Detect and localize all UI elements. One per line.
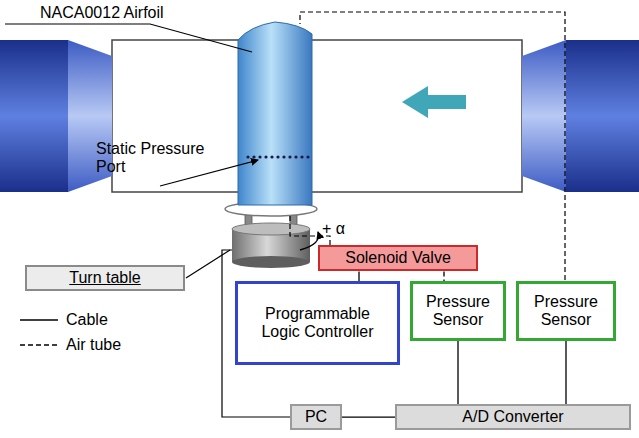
pressure-port-dot [258,155,261,158]
pressure-port-dot [270,155,273,158]
pressure-port-dot [246,155,249,158]
box-text: Solenoid Valve [345,249,451,267]
box-text: Pressure Sensor [419,293,497,330]
box-text: A/D Converter [462,408,563,426]
plc-box: Programmable Logic Controller [235,281,400,365]
air-tube [443,271,444,281]
cable [457,341,458,404]
pressure-port-dot [282,155,285,158]
solenoid-valve-box: Solenoid Valve [318,245,478,271]
part-label: NACA0012 Airfoil [40,4,164,22]
legend-cable-sample [20,319,58,321]
pc-box: PC [290,404,342,430]
pressure-port-dot [294,155,297,158]
cable [358,271,359,281]
box-text: Pressure Sensor [525,293,607,330]
pressure-port-dot [264,155,267,158]
box-text: Programmable Logic Controller [244,305,391,342]
pressure-port-dot [252,155,255,158]
legend-text: Air tube [66,336,121,354]
turntable-label-box: Turn table [25,265,185,291]
box-text: PC [305,408,327,426]
pressure-port-dot [300,155,303,158]
cable [565,341,566,404]
legend-tube-sample [20,344,58,346]
pressure-port-dot [276,155,279,158]
pressure-port-dot [306,155,309,158]
pressure-sensor-box: Pressure Sensor [516,281,616,341]
box-text: Turn table [69,269,140,287]
pressure-sensor-box: Pressure Sensor [410,281,506,341]
part-label: Static Pressure Port [96,140,206,177]
cable [342,417,395,418]
pressure-port-dot [288,155,291,158]
ad-converter-box: A/D Converter [395,404,631,430]
legend-text: Cable [66,311,108,329]
rotation-label: + α [322,220,345,238]
